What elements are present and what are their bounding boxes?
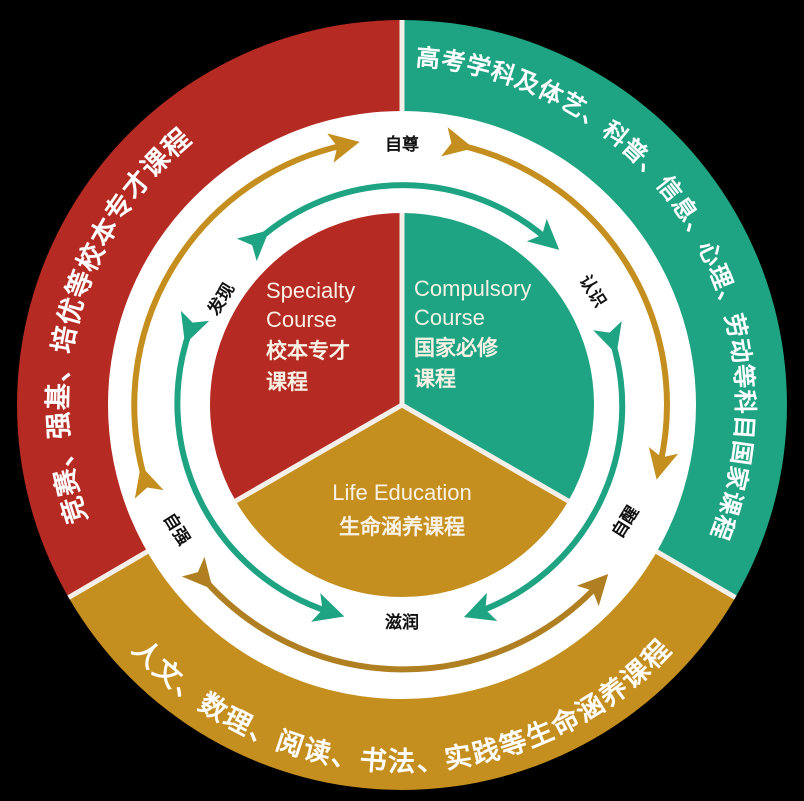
inner-pie (209, 213, 595, 598)
pie-compulsory-sector (402, 213, 595, 501)
pie-specialty-sector (209, 213, 402, 501)
specialty-zh-line1: 校本专才 (266, 339, 350, 363)
teal-arrow-top (236, 182, 560, 262)
teal-arrow-right (463, 321, 626, 621)
specialty-en-line2: Course (266, 307, 337, 332)
outer-divider-left (67, 547, 152, 600)
pie-divider-left (234, 402, 404, 504)
compulsory-zh-line1: 国家必修 (414, 336, 499, 360)
teal-arrow-ring (174, 182, 626, 622)
compulsory-zh-line2: 课程 (414, 367, 456, 391)
teal-arrow-left (174, 310, 345, 622)
pie-labels: Specialty Course 校本专才 课程 Compulsory Cour… (266, 276, 531, 539)
specialty-zh-line2: 课程 (266, 370, 308, 394)
gold-arrow-top-left (131, 133, 360, 499)
specialty-en-line1: Specialty (266, 278, 355, 303)
compulsory-en-line1: Compulsory (414, 276, 531, 301)
life-en: Life Education (332, 480, 471, 505)
outer-divider-right (652, 547, 737, 600)
label-zizun: 自尊 (385, 134, 419, 155)
gold-arrow-top-right (441, 127, 679, 480)
compulsory-en-line2: Course (414, 305, 485, 330)
label-zirun: 滋润 (385, 612, 419, 633)
pie-divider-right (400, 402, 570, 504)
life-zh: 生命涵养课程 (339, 515, 465, 539)
